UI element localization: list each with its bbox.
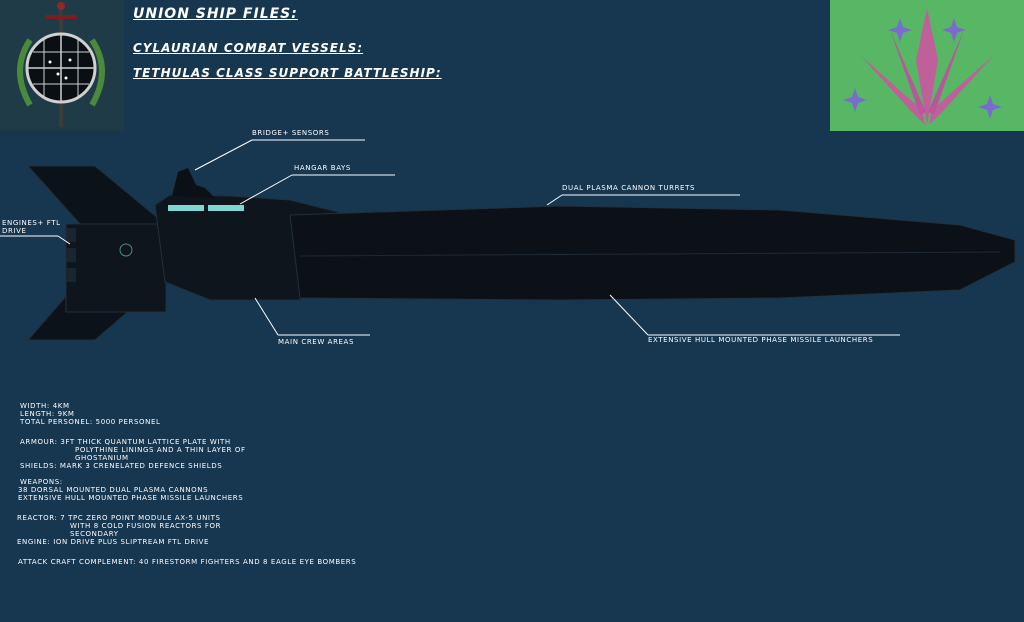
union-emblem-icon (0, 0, 124, 131)
page-title: Union Ship Files: (133, 6, 298, 22)
spec-weapons-line1: 38 Dorsal mounted Dual Plasma Cannons (18, 486, 209, 494)
spec-engine: Engine: Ion Drive plus Sliptream FTL Dri… (17, 538, 210, 546)
spec-width: Width: 4km (20, 402, 70, 410)
spec-personnel: Total Personel: 5000 Personel (20, 418, 161, 426)
label-engines-line2: Drive (2, 227, 27, 235)
spec-reactor-line1: 7 TPC Zero Point Module AX-5 Units (60, 514, 221, 522)
label-hangar-bays: Hangar Bays (294, 164, 351, 172)
cylaurian-flag-icon (830, 0, 1024, 131)
label-missile-launchers: Extensive Hull Mounted Phase Missile Lau… (648, 336, 874, 344)
spec-length: Length: 9km (20, 410, 75, 418)
label-engines-line1: Engines+ FTL (2, 219, 61, 227)
spec-shields: Shields: Mark 3 Crenelated Defence Shiel… (20, 462, 223, 470)
spec-reactor-line3: Secondary (70, 530, 119, 538)
spec-reactor-label: Reactor: (17, 514, 58, 522)
specs-panel: Width: 4km Length: 9km Total Personel: 5… (17, 402, 460, 566)
spec-weapons-line2: Extensive Hull Mounted Phase Missile Lau… (18, 494, 244, 502)
spec-armour-line2: polythine linings and a thin layer of (75, 446, 246, 454)
section-title: Cylaurian Combat Vessels: (133, 41, 364, 55)
label-engines: Engines+ FTL Drive (2, 219, 61, 235)
spec-attack-craft: Attack Craft Complement: 40 Firestorm fi… (18, 558, 357, 566)
label-crew-areas: Main Crew Areas (278, 338, 354, 346)
label-bridge-sensors: Bridge+ Sensors (252, 129, 330, 137)
spec-reactor-line2: with 8 Cold Fusion Reactors for (70, 522, 222, 530)
spec-armour-line3: Ghostanium (75, 454, 129, 462)
spec-armour-label: Armour: (20, 438, 58, 446)
ship-class-title: Tethulas Class Support Battleship: (133, 66, 442, 80)
spec-weapons-label: Weapons: (20, 478, 63, 486)
spec-reactor: Reactor: 7 TPC Zero Point Module AX-5 Un… (17, 514, 460, 522)
spec-armour-line1: 3ft thick Quantum Lattice plate with (60, 438, 231, 446)
label-plasma-turrets: Dual Plasma Cannon Turrets (562, 184, 695, 192)
spec-armour: Armour: 3ft thick Quantum Lattice plate … (20, 438, 460, 446)
